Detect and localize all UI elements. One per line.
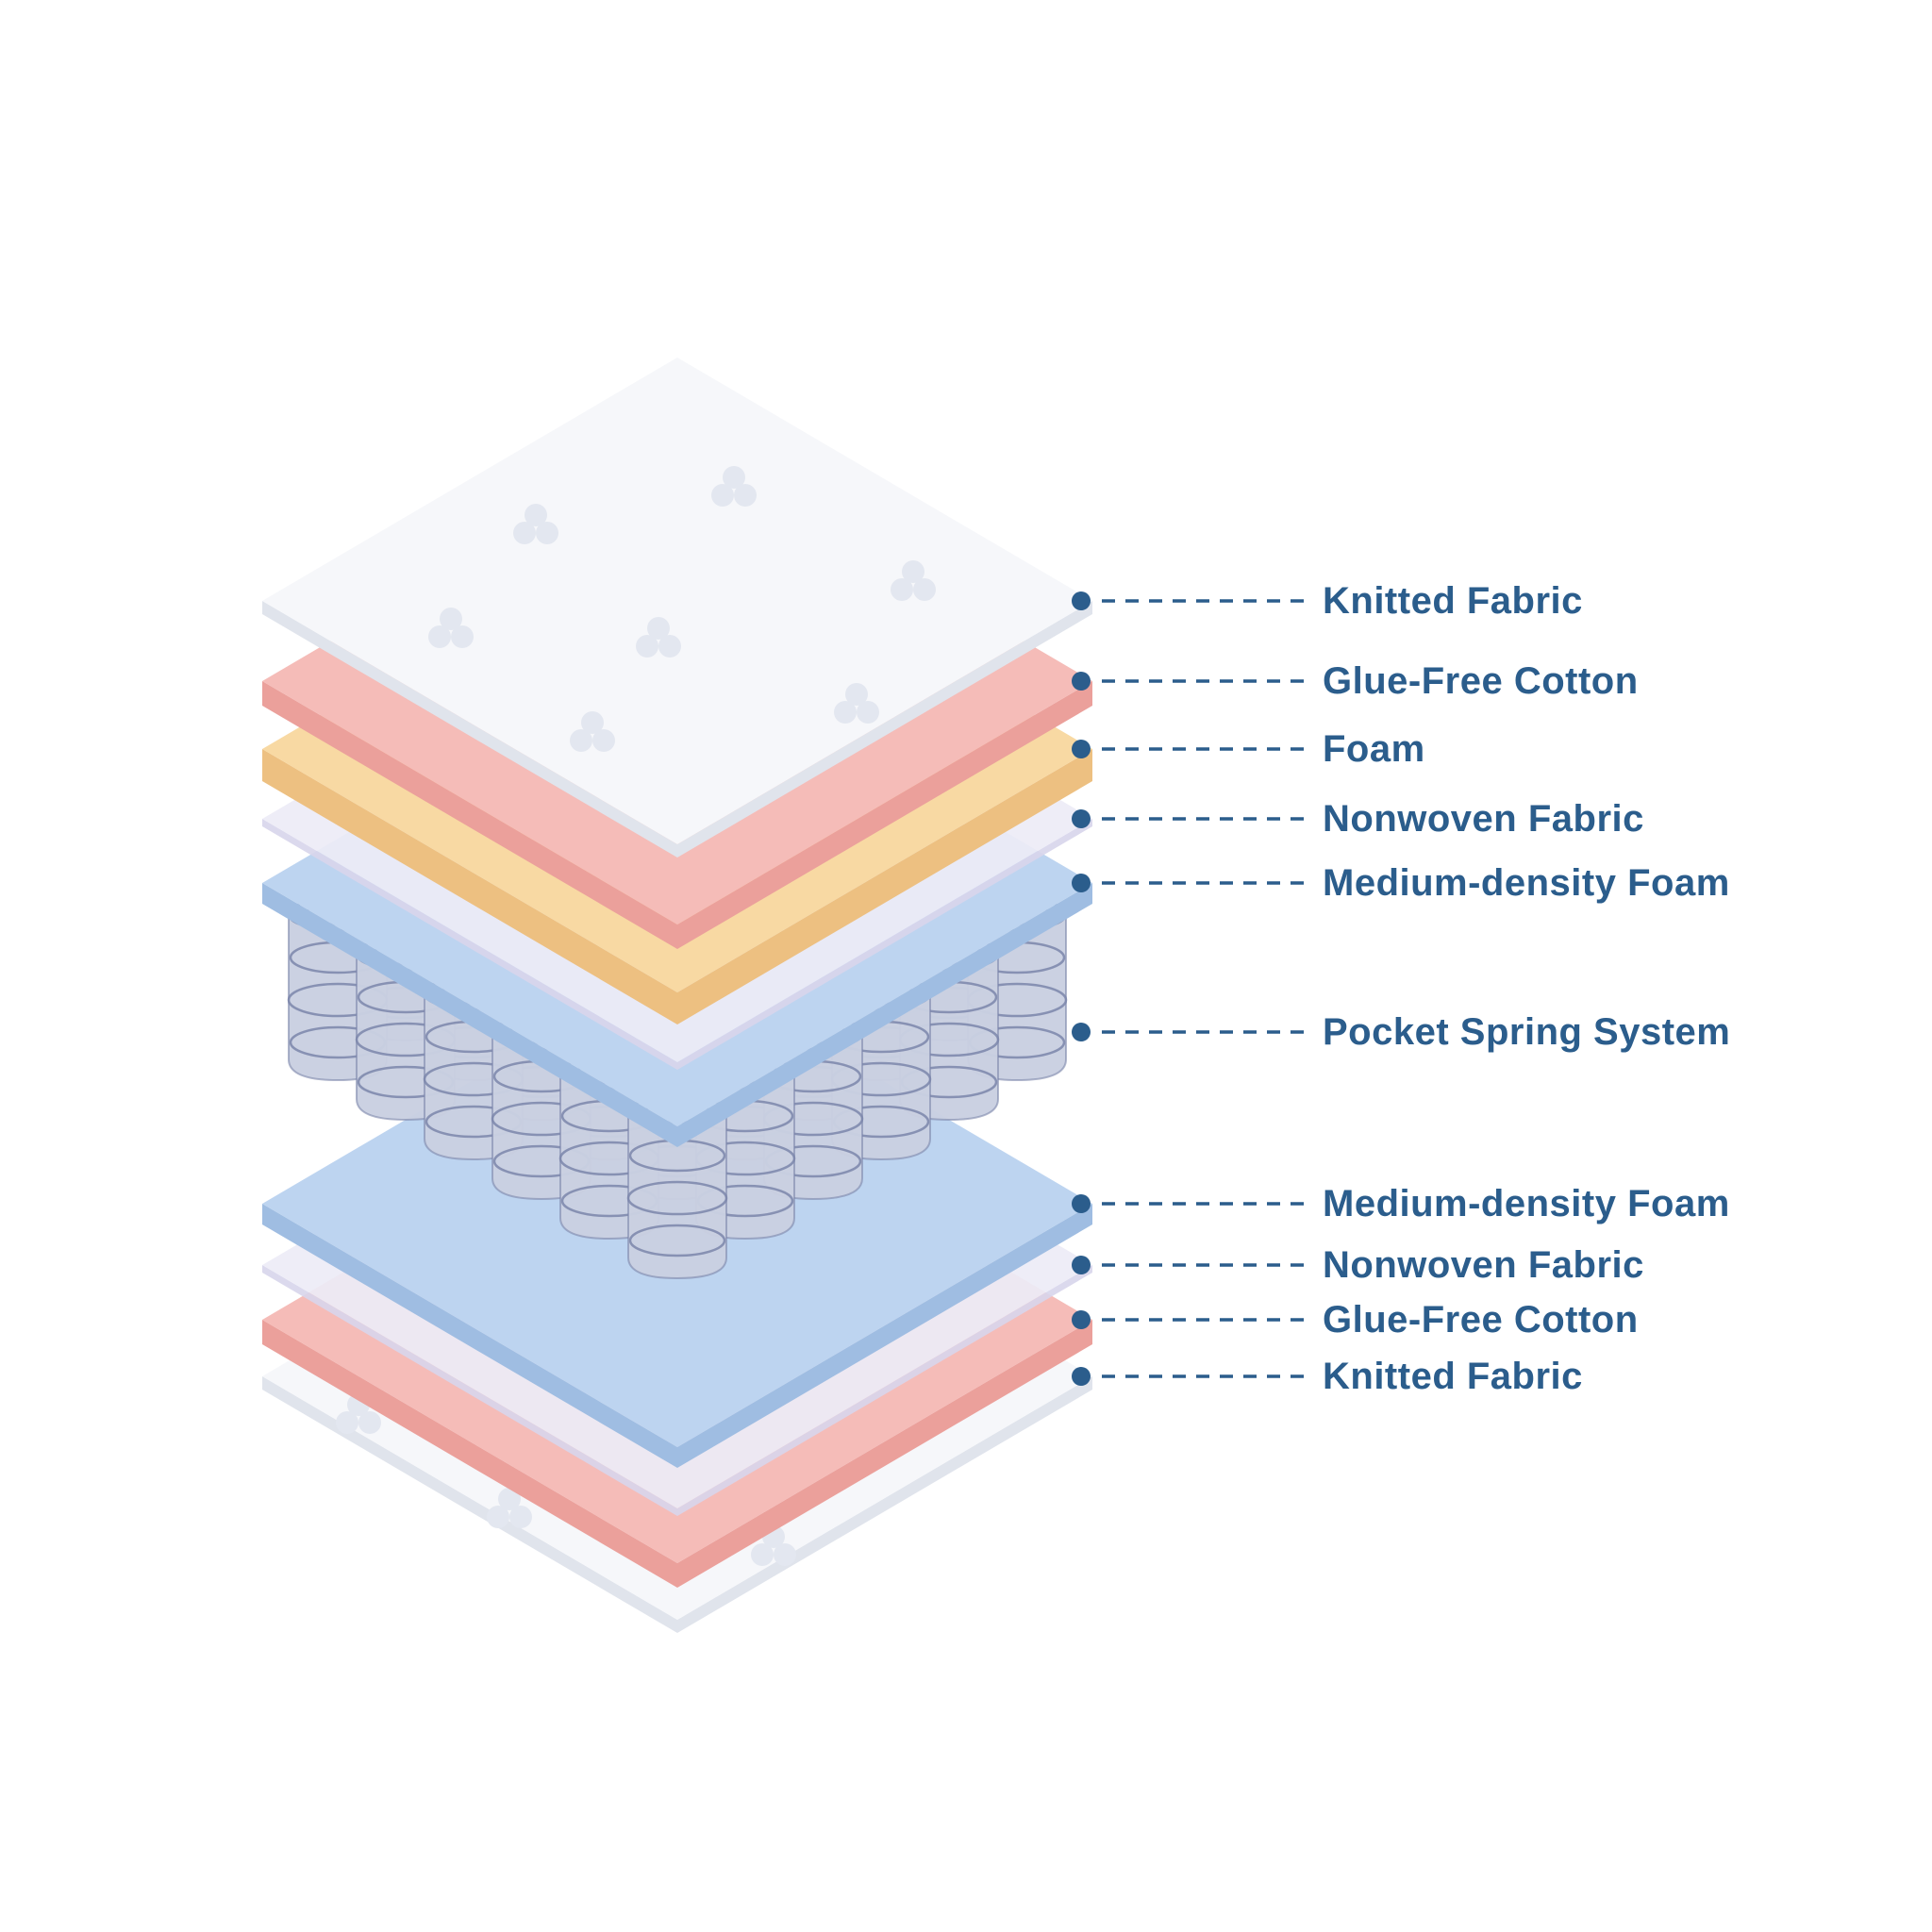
layer-nonwoven-top-right-side	[677, 819, 1092, 1070]
label-row-knitted-fabric-top: Knitted Fabric	[1072, 580, 1583, 622]
layer-cotton-bottom-right-side	[677, 1320, 1092, 1588]
label-row-medium-density-foam-bottom: Medium-density Foam	[1072, 1183, 1730, 1224]
layer-label: Medium-density Foam	[1323, 1183, 1730, 1224]
layer-nonwoven-bottom-right-side	[677, 1265, 1092, 1516]
layer-label: Knitted Fabric	[1323, 580, 1583, 622]
layer-label: Knitted Fabric	[1323, 1356, 1583, 1397]
label-row-glue-free-cotton-bottom: Glue-Free Cotton	[1072, 1299, 1639, 1341]
leader-dot	[1072, 1194, 1091, 1213]
leader-dot	[1072, 809, 1091, 828]
layer-label: Pocket Spring System	[1323, 1011, 1730, 1053]
layer-cotton-top-left-side	[262, 681, 677, 949]
leader-dot	[1072, 1310, 1091, 1329]
leader-dot	[1072, 1023, 1091, 1041]
layer-label: Nonwoven Fabric	[1323, 798, 1644, 840]
layer-nonwoven-bottom-left-side	[262, 1265, 677, 1516]
layer-label: Glue-Free Cotton	[1323, 1299, 1639, 1341]
leader-dot	[1072, 1367, 1091, 1386]
layer-foam-left-side	[262, 749, 677, 1024]
layer-label: Foam	[1323, 728, 1425, 770]
layer-knitted-bottom-right-side	[677, 1376, 1092, 1633]
label-row-pocket-spring-system: Pocket Spring System	[1072, 1011, 1730, 1053]
layer-knitted-bottom-left-side	[262, 1376, 677, 1633]
layer-cotton-top-right-side	[677, 681, 1092, 949]
layer-mdfoam-bottom-left-side	[262, 1204, 677, 1468]
leader-dot	[1072, 740, 1091, 758]
label-row-glue-free-cotton-top: Glue-Free Cotton	[1072, 660, 1639, 702]
callout-labels: Knitted Fabric Glue-Free Cotton Foam Non…	[1072, 580, 1730, 1397]
label-row-foam: Foam	[1072, 728, 1425, 770]
label-row-medium-density-foam-top: Medium-density Foam	[1072, 862, 1730, 904]
leader-dot	[1072, 672, 1091, 691]
layer-label: Medium-density Foam	[1323, 862, 1730, 904]
leader-dot	[1072, 1256, 1091, 1274]
leader-dot	[1072, 591, 1091, 610]
layer-mdfoam-top-right-side	[677, 883, 1092, 1147]
layer-mdfoam-top-left-side	[262, 883, 677, 1147]
layer-mdfoam-bottom-right-side	[677, 1204, 1092, 1468]
layer-nonwoven-top-left-side	[262, 819, 677, 1070]
layer-foam-right-side	[677, 749, 1092, 1024]
layer-cotton-bottom-left-side	[262, 1320, 677, 1588]
layer-knitted-fabric-top	[262, 358, 1092, 858]
layer-label: Nonwoven Fabric	[1323, 1244, 1644, 1286]
label-row-nonwoven-fabric-top: Nonwoven Fabric	[1072, 798, 1644, 840]
label-row-nonwoven-fabric-bottom: Nonwoven Fabric	[1072, 1244, 1644, 1286]
layer-knitted-top-left-side	[262, 601, 677, 858]
layer-label: Glue-Free Cotton	[1323, 660, 1639, 702]
label-row-knitted-fabric-bottom: Knitted Fabric	[1072, 1356, 1583, 1397]
leader-dot	[1072, 874, 1091, 892]
layer-knitted-top-right-side	[677, 601, 1092, 858]
layer-knitted-top-top-face	[262, 358, 1092, 844]
